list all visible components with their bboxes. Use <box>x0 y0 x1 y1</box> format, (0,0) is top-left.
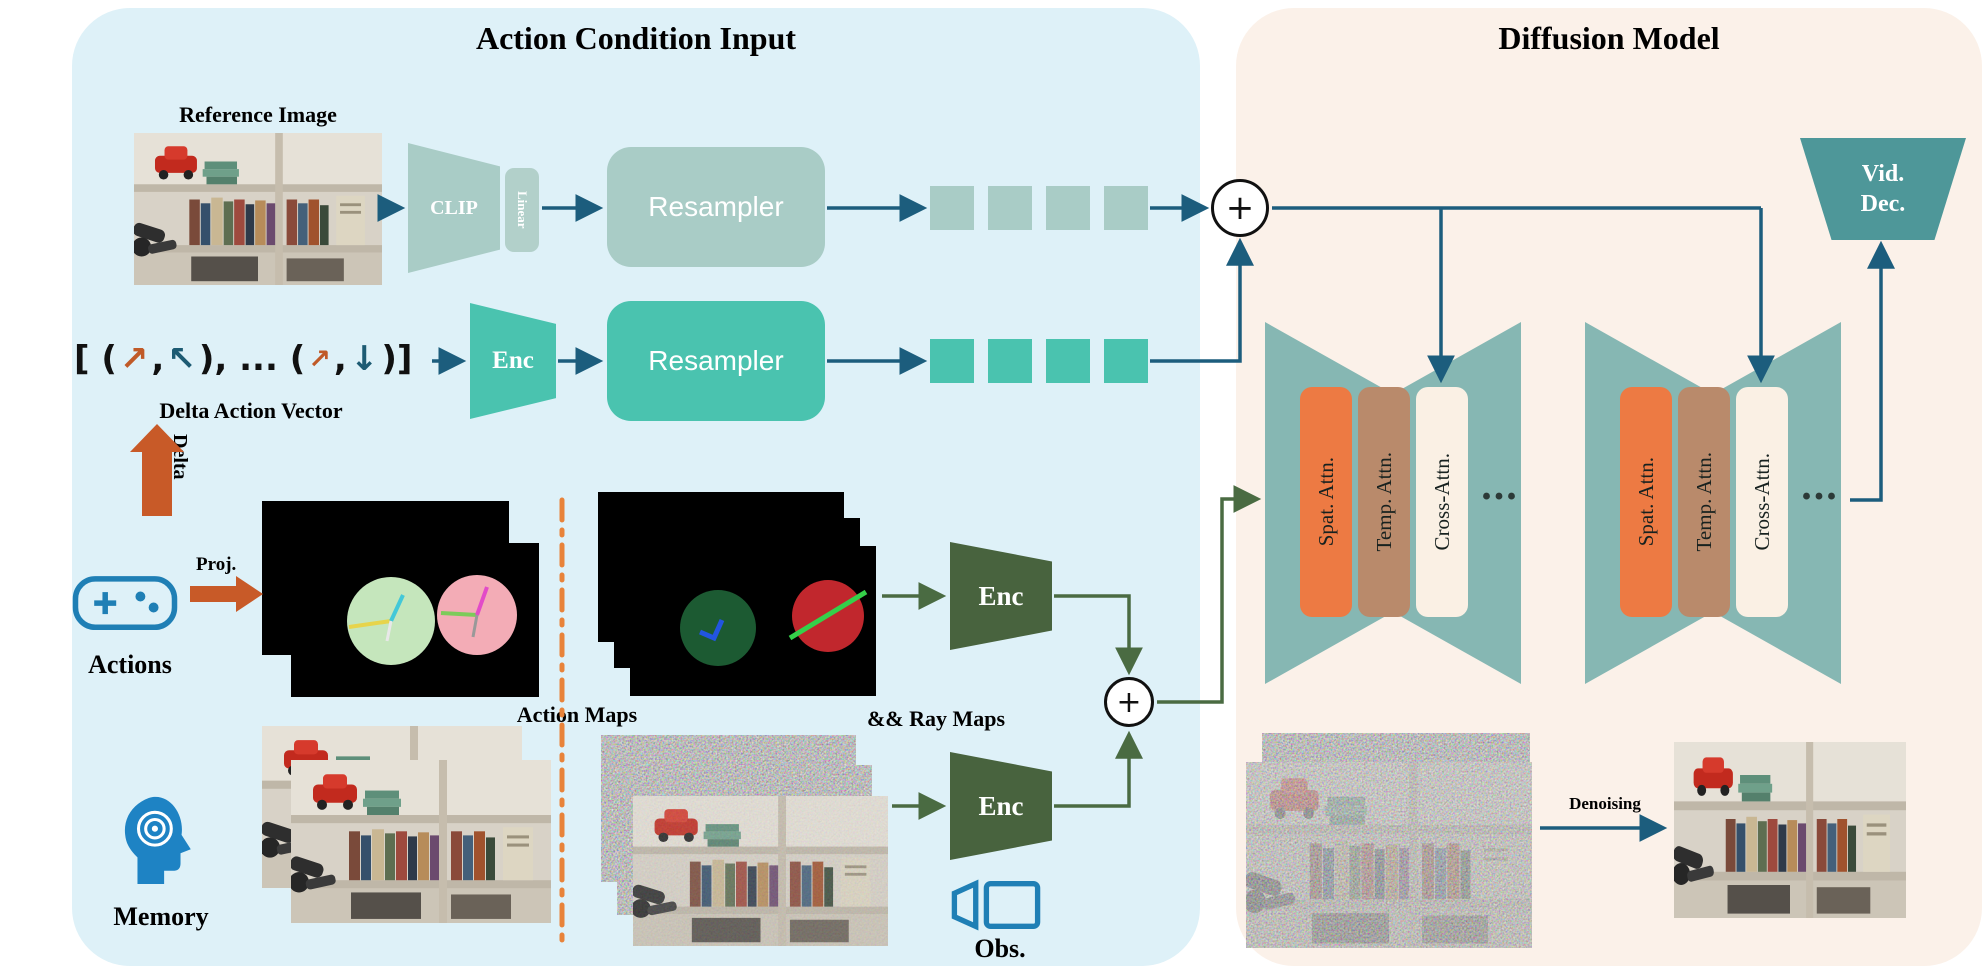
comma: , <box>333 339 347 379</box>
unet1-cross-attn-label: Cross-Attn. <box>1429 453 1454 551</box>
memory-label: Memory <box>113 902 209 931</box>
unet2-spat-attn-block: Spat. Attn. <box>1620 387 1672 617</box>
linear-label: Linear <box>515 191 530 229</box>
unet2-cross-attn-block: Cross-Attn. <box>1736 387 1788 617</box>
unet2-temp-attn-label: Temp. Attn. <box>1691 452 1716 552</box>
unet1-temp-attn-block: Temp. Attn. <box>1358 387 1410 617</box>
action-map-frame-front <box>291 543 539 697</box>
linear-layer: Linear <box>505 168 539 252</box>
token-square <box>1104 186 1148 230</box>
left-panel-title: Action Condition Input <box>475 20 797 56</box>
actions-label: Actions <box>88 650 172 679</box>
clip-label: CLIP <box>430 196 478 219</box>
up-right-arrow-icon: ↗ <box>308 343 331 375</box>
delta-arrow-label: Delta <box>169 434 191 480</box>
comma: , <box>151 339 165 379</box>
unet2-spat-attn-label: Spat. Attn. <box>1633 457 1658 547</box>
vid-dec-line2: Dec. <box>1860 191 1906 217</box>
token-square <box>1046 186 1090 230</box>
memory-image-front <box>291 760 551 923</box>
memory-head-icon <box>124 796 191 885</box>
unet2-cross-attn-label: Cross-Attn. <box>1749 453 1774 551</box>
unet1-spat-attn-block: Spat. Attn. <box>1300 387 1352 617</box>
delta-action-vector-expression: [ ( ↗ , ↖ ), ... ( ↗ , ↓ )] <box>74 330 412 388</box>
up-left-arrow-icon: ↖ <box>167 339 196 379</box>
vid-dec-line1: Vid. <box>1861 161 1905 187</box>
token-square <box>1046 339 1090 383</box>
bracket-open: [ ( <box>74 339 117 379</box>
obs-image-front <box>633 796 888 946</box>
denoised-output-image <box>1674 742 1906 918</box>
delta-action-vector-label: Delta Action Vector <box>159 398 343 423</box>
camera-obs-icon <box>951 879 1041 931</box>
resampler-mid: Resampler <box>607 301 825 421</box>
right-panel-title: Diffusion Model <box>1498 20 1720 56</box>
gamepad-icon <box>72 576 178 631</box>
sum-node-top: + <box>1211 179 1269 237</box>
resampler-top: Resampler <box>607 147 825 267</box>
up-right-arrow-icon: ↗ <box>119 339 149 379</box>
unet1-spat-attn-label: Spat. Attn. <box>1313 457 1338 547</box>
unet1-temp-attn-label: Temp. Attn. <box>1371 452 1396 552</box>
ray-maps-label: && Ray Maps <box>866 706 1006 731</box>
token-square <box>988 186 1032 230</box>
unet1-cross-attn-block: Cross-Attn. <box>1416 387 1468 617</box>
unet2-temp-attn-block: Temp. Attn. <box>1678 387 1730 617</box>
down-arrow-icon: ↓ <box>349 339 379 379</box>
ray-map-frame-front <box>630 546 876 696</box>
resampler-mid-label: Resampler <box>648 345 784 376</box>
bracket-close: )] <box>381 339 413 379</box>
plus-symbol: + <box>1116 684 1142 720</box>
enc-action-label: Enc <box>492 347 534 374</box>
token-square <box>988 339 1032 383</box>
reference-image <box>134 133 382 285</box>
resampler-top-label: Resampler <box>648 191 784 222</box>
reference-image-label: Reference Image <box>179 102 337 127</box>
enc-obs-label: Enc <box>978 790 1024 821</box>
sum-node-encoders: + <box>1104 677 1154 727</box>
action-encoder: Enc <box>470 303 556 419</box>
plus-symbol: + <box>1225 188 1255 228</box>
token-square <box>930 339 974 383</box>
ellipsis-separator: ), ... ( <box>198 339 306 379</box>
video-decoder: Vid. Dec. <box>1800 138 1966 240</box>
unet2-ellipsis: ... <box>1801 463 1839 509</box>
maps-encoder: Enc <box>950 542 1052 650</box>
clip-encoder: CLIP <box>408 143 500 273</box>
unet1-ellipsis: ... <box>1481 463 1519 509</box>
proj-label: Proj. <box>196 554 237 575</box>
enc-maps-label: Enc <box>978 580 1024 611</box>
diffusion-noisy-frame-front <box>1246 762 1532 948</box>
obs-label: Obs. <box>974 934 1026 963</box>
token-square <box>1104 339 1148 383</box>
obs-encoder: Enc <box>950 752 1052 860</box>
action-maps-label: Action Maps <box>516 702 638 727</box>
token-square <box>930 186 974 230</box>
denoising-label: Denoising <box>1569 794 1641 813</box>
